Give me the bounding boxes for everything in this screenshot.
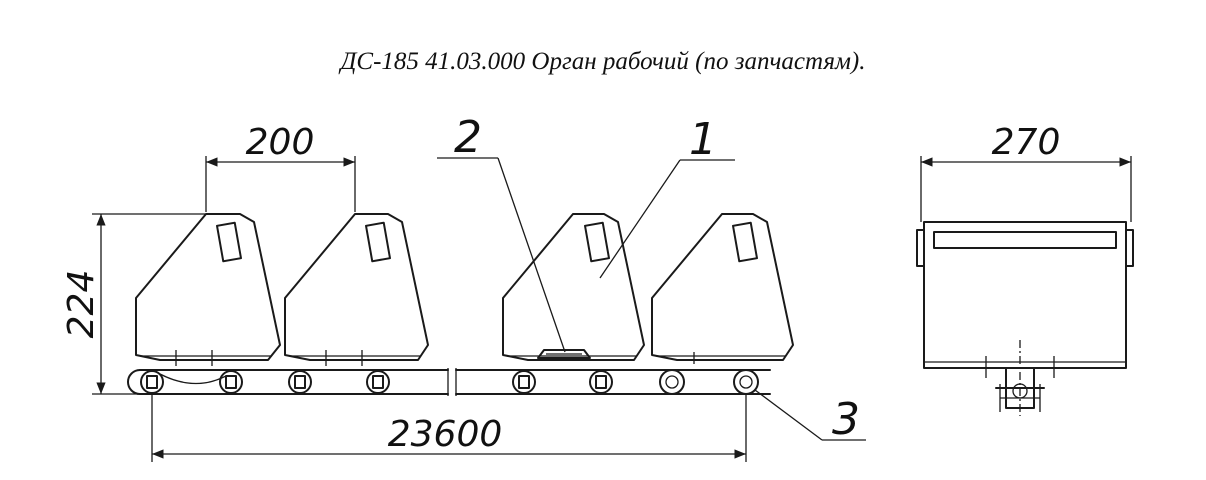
dimension-height-label: 224: [61, 270, 102, 339]
callout-bracket-number: 2: [454, 112, 482, 163]
drawing-title: ДС-185 41.03.000 Орган рабочий (по запча…: [340, 48, 866, 75]
side-view: 200 224 23600 1 2: [61, 112, 866, 462]
chain-link-front: [995, 340, 1045, 416]
dimension-pitch-label: 200: [246, 122, 315, 163]
bracket: [537, 349, 591, 359]
bucket: [284, 213, 429, 366]
dimension-height: 224: [61, 213, 206, 395]
callout-chain: 3: [754, 389, 866, 445]
front-view: 270: [916, 122, 1134, 416]
callout-bracket: 2: [437, 112, 566, 353]
bucket: [651, 213, 794, 364]
callout-bucket: 1: [599, 114, 735, 279]
chain: [127, 368, 771, 396]
callout-bucket-number: 1: [689, 114, 717, 165]
dimension-length-label: 23600: [388, 414, 503, 455]
chain-link-rollers: [140, 369, 759, 395]
dimension-width-label: 270: [992, 122, 1061, 163]
dimension-width: 270: [920, 122, 1132, 222]
bucket: [135, 213, 281, 366]
dimension-length: 23600: [151, 394, 747, 462]
callout-chain-number: 3: [832, 394, 860, 445]
dimension-pitch: 200: [205, 122, 356, 212]
bucket-front: [916, 221, 1134, 378]
bucket: [502, 213, 645, 361]
